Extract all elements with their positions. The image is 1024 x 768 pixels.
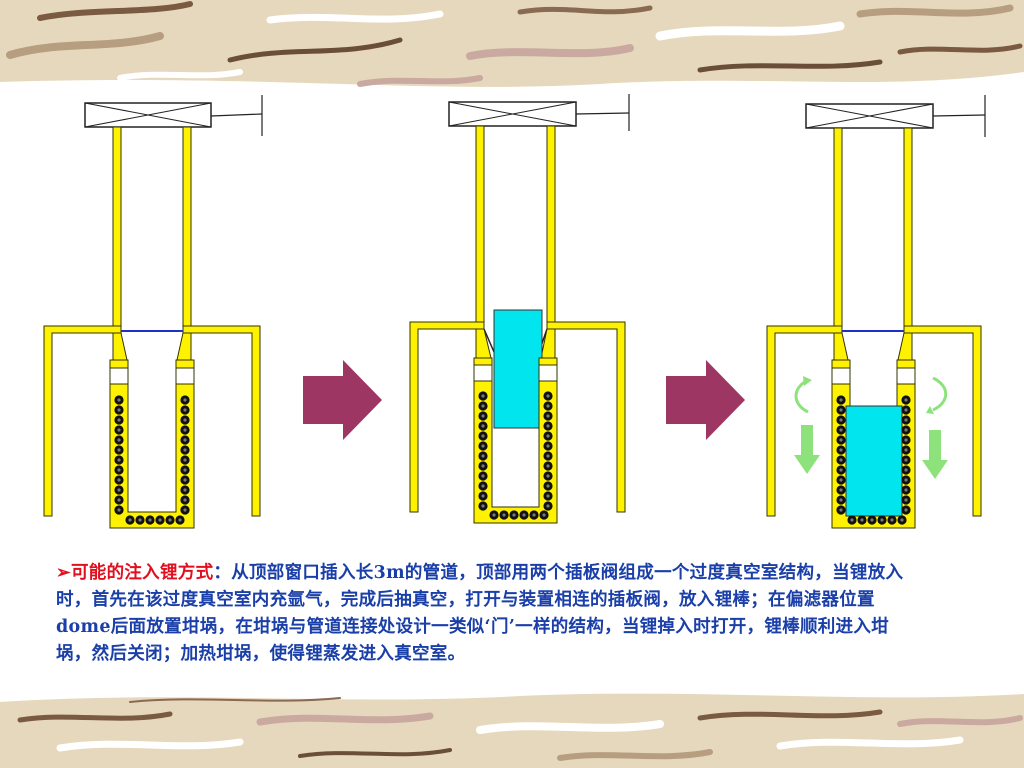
bullet-icon: ➢ xyxy=(56,563,71,583)
down-arrow-right-icon xyxy=(922,430,948,479)
caption-body: 从顶部窗口插入长3m的管道，顶部用两个插板阀组成一个过度真空室结构，当锂放入时，… xyxy=(56,563,904,664)
lithium-rod xyxy=(493,309,543,429)
transition-arrow-2 xyxy=(666,360,745,440)
decorative-top-banner xyxy=(0,0,1024,87)
transfer-tube-left-wall xyxy=(475,125,485,329)
lithium-injection-diagram xyxy=(43,94,986,529)
valve-handle xyxy=(575,112,630,115)
rotation-arrow-left-icon xyxy=(794,378,809,414)
transfer-tube-right-wall xyxy=(903,127,913,331)
transfer-tube-left-wall xyxy=(833,127,843,331)
stage-3-apparatus xyxy=(766,95,986,529)
rotation-arrow-right-icon xyxy=(932,376,948,412)
description-text: ➢可能的注入锂方式：从顶部窗口插入长3m的管道，顶部用两个插板阀组成一个过度真空… xyxy=(56,560,916,668)
valve-handle xyxy=(210,113,263,117)
transfer-tube-right-wall xyxy=(182,126,192,331)
valve-handle xyxy=(932,114,986,117)
transfer-tube-left-wall xyxy=(112,126,122,331)
vacuum-chamber-wall xyxy=(409,321,485,513)
transfer-tube-right-wall xyxy=(546,125,556,329)
decorative-bottom-banner xyxy=(0,693,1024,768)
caption-colon: ： xyxy=(213,563,232,583)
transition-arrow-1 xyxy=(303,360,382,440)
vacuum-chamber-wall xyxy=(766,325,843,517)
stage-2-apparatus xyxy=(409,94,630,524)
stage-1-apparatus xyxy=(43,95,263,529)
vacuum-chamber-wall xyxy=(43,325,122,517)
lithium-rod xyxy=(845,405,903,517)
down-arrow-left-icon xyxy=(794,425,820,474)
caption-lead: 可能的注入锂方式 xyxy=(70,563,214,583)
